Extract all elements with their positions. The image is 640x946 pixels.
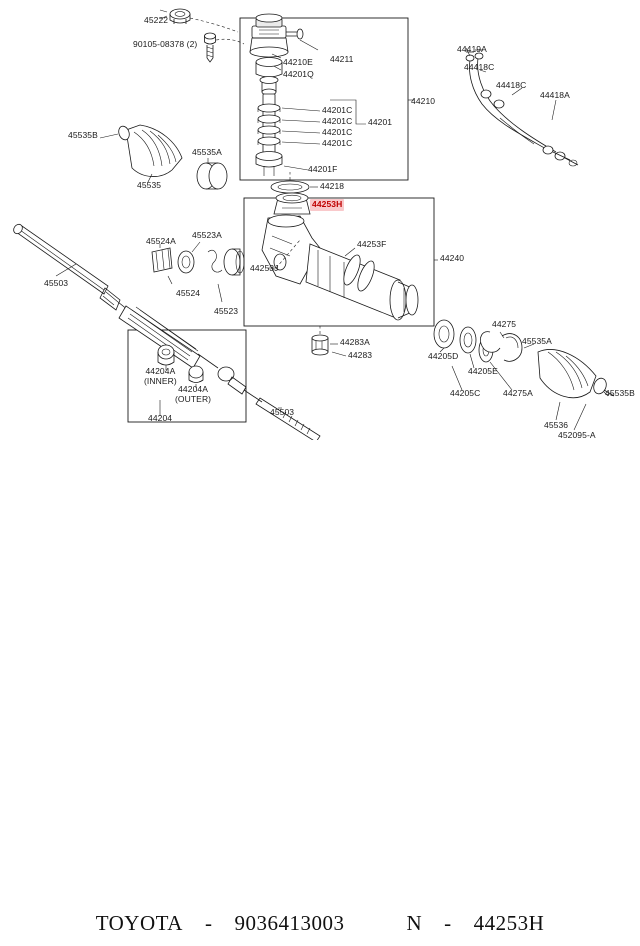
parts-diagram: .ln{fill:none;stroke:#1a1a1a;stroke-widt… [0, 0, 640, 440]
part-label-44201C-3: 44201C [322, 127, 353, 137]
part-45524A [151, 247, 173, 273]
part-label-44205E: 44205E [468, 366, 498, 376]
part-label-44275A: 44275A [503, 388, 533, 398]
part-label-44240: 44240 [440, 253, 465, 263]
part-label-45523A: 45523A [192, 230, 222, 240]
part-label-44201: 44201 [368, 117, 393, 127]
part-44211 [249, 13, 304, 58]
part-label-45535A-2: 45535A [522, 336, 552, 346]
ref-prefix: N [406, 910, 423, 935]
part-label-44201Q: 44201Q [283, 69, 314, 79]
part-label-44218: 44218 [320, 181, 345, 191]
part-label-45524: 45524 [176, 288, 201, 298]
part-44418-pipes [465, 49, 579, 167]
part-label-44201C-1: 44201C [322, 105, 353, 115]
part-45503-left [13, 223, 321, 440]
part-44283 [311, 334, 329, 356]
part-45523A-spring [177, 249, 223, 274]
part-label-44253F: 44253F [357, 239, 387, 249]
part-label-44418C-1: 44418C [464, 62, 495, 72]
part-label-45222: 45222 [144, 15, 169, 25]
group-box-44204 [127, 329, 247, 423]
brand-dash: - [204, 910, 213, 935]
parts-diagram-illustration: .ln{fill:none;stroke:#1a1a1a;stroke-widt… [13, 8, 615, 440]
part-45536-boot [537, 349, 615, 399]
part-label-45523: 45523 [214, 306, 239, 316]
footer: TOYOTA - 9036413003 N - 44253H [0, 440, 640, 935]
part-label-44253H-highlight: 44253H [310, 199, 345, 211]
part-45535-boot [118, 124, 183, 177]
part-44218 [270, 180, 310, 194]
part-label-45503-right: 45503 [270, 407, 295, 417]
part-label-44210E: 44210E [283, 57, 313, 67]
part-label-452095A: 452095-A [558, 430, 596, 440]
part-label-44418A: 44418A [540, 90, 570, 100]
part-label-44418C-2: 44418C [496, 80, 527, 90]
part-44253H-valve [273, 192, 311, 215]
part-label-90105: 90105-08378 (2) [133, 39, 198, 49]
part-label-44201C-2: 44201C [322, 116, 353, 126]
part-44201 [255, 57, 283, 176]
part-label-44204A-outer: 44204A (OUTER) [175, 384, 212, 404]
part-label-44204A-inner: 44204A (INNER) [144, 366, 177, 386]
part-44204 [157, 344, 204, 383]
part-label-44210: 44210 [411, 96, 436, 106]
part-90105-08378 [204, 32, 216, 63]
part-label-44211: 44211 [330, 54, 354, 64]
part-label-44275: 44275 [492, 319, 517, 329]
part-label-45524A: 45524A [146, 236, 176, 246]
part-label-45535B-2: 45535B [605, 388, 635, 398]
part-44240-housing [261, 214, 419, 321]
part-label-45536: 45536 [544, 420, 569, 430]
part-44205 [433, 319, 523, 363]
part-label-44419A: 44419A [457, 44, 487, 54]
part-label-45535: 45535 [137, 180, 162, 190]
part-45523 [223, 248, 245, 276]
part-45222 [159, 8, 191, 24]
group-box-44210 [239, 17, 409, 181]
part-label-45503-left: 45503 [44, 278, 69, 288]
part-label-44201C-4: 44201C [322, 138, 353, 148]
part-label-44205D: 44205D [428, 351, 459, 361]
part-label-44283A: 44283A [340, 337, 370, 347]
brand-name: TOYOTA [95, 910, 183, 935]
part-label-45535B-1: 45535B [68, 130, 98, 140]
part-label-44253J: 44253J [250, 263, 279, 273]
part-44275 [480, 331, 501, 353]
part-number: 9036413003 [234, 910, 345, 935]
part-label-44204: 44204 [148, 413, 173, 423]
part-label-44283: 44283 [348, 350, 373, 360]
part-45535A-clamp [196, 162, 228, 190]
ref-number: 44253H [473, 910, 545, 935]
part-label-44205C: 44205C [450, 388, 481, 398]
part-label-45535A-1: 45535A [192, 147, 222, 157]
ref-dash: - [444, 910, 452, 935]
part-label-44201F: 44201F [308, 164, 338, 174]
